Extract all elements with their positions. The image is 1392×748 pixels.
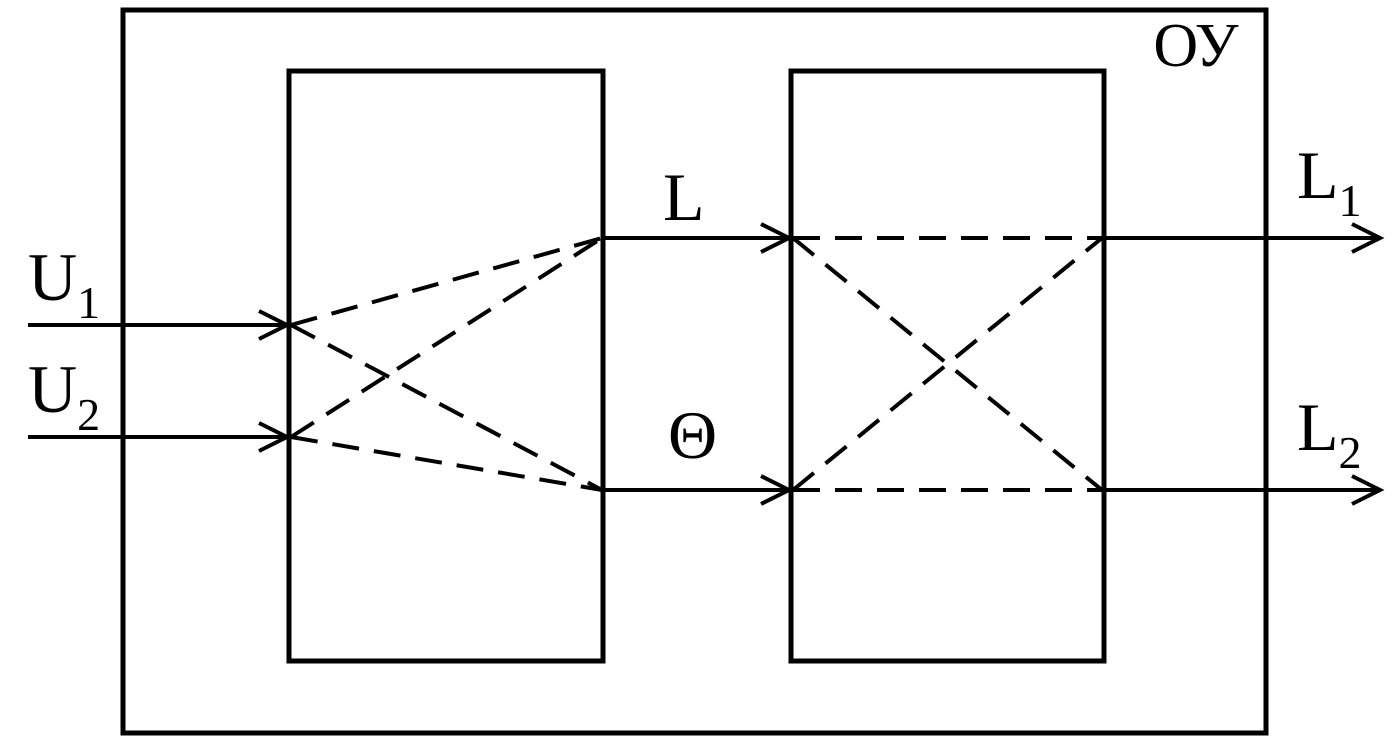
intermediate-label-l: L	[663, 159, 705, 235]
input-label-u2: U2	[28, 351, 100, 440]
output-label-l1-base: L	[1297, 137, 1339, 213]
left-block-dashed-u1-to-l	[290, 236, 603, 327]
left-block	[286, 68, 606, 664]
intermediate-label-theta: Θ	[668, 397, 717, 473]
output-label-l2: L2	[1297, 389, 1362, 478]
input-label-u1: U1	[28, 239, 100, 328]
output-label-l2-sub: 2	[1339, 427, 1362, 478]
unit-title-label: ОУ	[1153, 12, 1238, 80]
right-block	[788, 68, 1107, 664]
right-block-dashed-theta-to-l1	[791, 236, 1104, 492]
input-label-u2-sub: 2	[77, 389, 100, 440]
right-block-dashed-l-to-l2	[791, 236, 1104, 492]
left-block-dashed-u1-to-theta	[290, 323, 603, 492]
output-label-l2-base: L	[1297, 389, 1339, 465]
left-block-dashed-u2-to-theta	[290, 435, 603, 492]
outer-unit-box	[120, 7, 1269, 736]
input-label-u2-base: U	[28, 351, 77, 427]
left-block-dashed-u2-to-l	[289, 236, 604, 439]
output-label-l1-sub: 1	[1339, 175, 1362, 226]
input-label-u1-base: U	[28, 239, 77, 315]
input-label-u1-sub: 1	[77, 277, 100, 328]
output-label-l1: L1	[1297, 137, 1362, 226]
